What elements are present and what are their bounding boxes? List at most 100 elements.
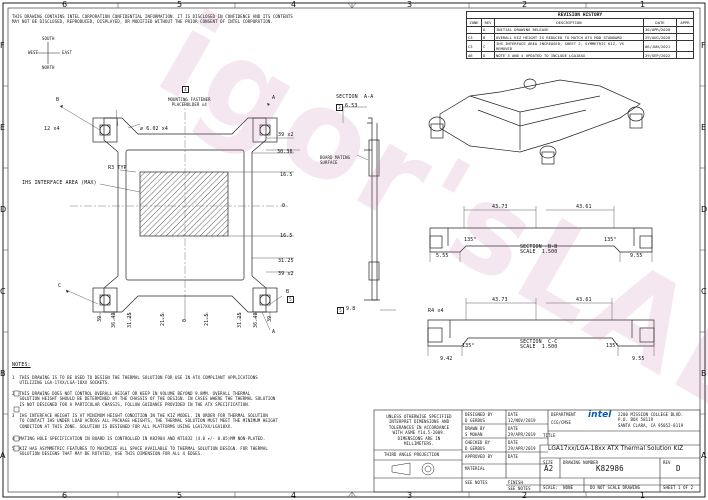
zone-side-c-right: C (701, 287, 707, 296)
note-item: 2 THIS DRAWING DOES NOT CONTROL OVERALL … (12, 391, 276, 407)
rev-cell: 29/SEP/2022 (643, 51, 677, 60)
material-label: MATERIAL (465, 466, 486, 471)
rev-header-date: DATE (643, 18, 677, 27)
rev-cell: IHS INTERFACE AREA INCREASED, SHEET 2, S… (494, 40, 644, 53)
confidential-line-1: THIS DRAWING CONTAINS INTEL CORPORATION … (12, 14, 293, 19)
section-aa-note-flag-5: 5 (337, 307, 344, 314)
department-label: DEPARTMENT (551, 412, 577, 417)
revision-history-table: REVISION HISTORY ZONE REV DESCRIPTION DA… (466, 10, 694, 60)
confidential-line-2: MAY NOT BE DISCLOSED, REPRODUCED, DISPLA… (12, 19, 273, 24)
section-aa-dim: 6.53 (345, 103, 358, 109)
rev-cell: 30/APR/2020 (643, 25, 677, 34)
drawn-by: S MOHAN (465, 432, 483, 437)
zone-side-d: D (0, 205, 7, 214)
zone-top-3: 3 (407, 0, 413, 9)
rev-label: REV (663, 460, 671, 465)
rev-cell: A6 (466, 51, 482, 60)
rev-header-description: DESCRIPTION (494, 18, 644, 27)
rev-cell: C3 (466, 40, 482, 53)
notes-heading: NOTES: (12, 362, 31, 368)
zone-top-2: 2 (522, 0, 528, 9)
section-cc-dim-2: 43.61 (576, 297, 592, 303)
section-bb-angle-1: 135° (464, 237, 477, 243)
rev-cell: OVERALL KIZ HEIGHT IS REDUCED TO MATCH A… (494, 32, 644, 42)
rev-cell: C3 (466, 32, 482, 42)
zone-side-e: E (0, 123, 6, 132)
bottom-dim: 21.5 (160, 313, 166, 326)
rev-cell: NOTE 3 AND 4 UPDATED TO INCLUDE LGA18XX (494, 51, 644, 60)
checked-by: D GERBUS (465, 446, 486, 451)
section-cc-width-2: 9.55 (632, 356, 645, 362)
rev-cell: A (481, 25, 495, 34)
bottom-dim: 39 (97, 315, 103, 322)
bottom-dim: 21.5 (204, 313, 210, 326)
projection-label: THIRD ANGLE PROJECTION (384, 452, 440, 457)
rev-cell: INITIAL DRAWING RELEASE (494, 25, 644, 34)
dim-39-bottom: 39 x2 (278, 271, 294, 277)
note-flag-4: 4 (182, 86, 189, 93)
dim-31-25: 31.25 (278, 258, 294, 264)
section-bb-width-1: 5.55 (436, 253, 449, 259)
sheet-size: A2 (544, 464, 554, 473)
dim-39-top: 39 x2 (278, 132, 294, 138)
designed-by-label: DESIGNED BY (465, 412, 493, 417)
do-not-scale: DO NOT SCALE DRAWING (590, 485, 641, 490)
section-marker-b-bottom: B (286, 289, 290, 295)
sheet-count: SHEET 1 OF 2 (663, 485, 694, 490)
section-cc-title: SECTION C-C SCALE 1.500 (520, 339, 558, 351)
section-marker-c: C (58, 283, 62, 289)
zone-side-c: C (0, 287, 6, 296)
bottom-dim: 31.25 (127, 312, 133, 328)
bottom-dim: 39 (267, 315, 273, 322)
zone-bottom-6: 6 (62, 491, 68, 500)
bottom-dim: 0 (182, 318, 188, 322)
section-aa-dim-2: 9.8 (346, 306, 356, 312)
dim-16-5-top: 16.5 (280, 172, 293, 178)
intel-logo: intel (588, 410, 612, 420)
rev-cell (676, 25, 694, 34)
rev-cell (676, 51, 694, 60)
bottom-dim: 31.25 (237, 312, 243, 328)
rev-cell (676, 40, 694, 53)
section-bb-title: SECTION B-B SCALE 1.500 (520, 244, 558, 256)
tolerance-note: UNLESS OTHERWISE SPECIFIED INTERPRET DIM… (386, 414, 452, 447)
zone-bottom-3: 3 (407, 491, 413, 500)
drawing-title: LGA17xx/LGA-18xx ATX Thermal Solution KI… (548, 446, 684, 452)
date-label: DATE (508, 412, 519, 417)
board-mating-label: BOARD MATING SURFACE (320, 155, 351, 166)
see-notes-material: SEE NOTES (465, 480, 488, 485)
section-aa-note-flag: 3 (336, 104, 343, 111)
drawn-by-label: DRAWN BY (465, 426, 486, 431)
zone-side-f: F (0, 41, 5, 50)
title-label: TITLE (543, 433, 556, 438)
compass-north: NORTH (42, 65, 55, 70)
dim-0: 0 (282, 203, 286, 209)
rev-cell (676, 32, 694, 42)
ihs-interface-label: IHS INTERFACE AREA (MAX) (22, 180, 97, 186)
approved-by-label: APPROVED BY (465, 454, 493, 459)
rev-cell: 29/AUG/2020 (643, 32, 677, 42)
radius-label: R3 TYP (108, 165, 127, 171)
zone-bottom-4: 4 (291, 491, 297, 500)
section-bb-angle-2: 135° (604, 237, 617, 243)
zone-bottom-1: 1 (640, 491, 646, 500)
note-item: 1 THIS DRAWING IS TO BE USED TO DESIGN T… (12, 375, 258, 386)
checked-by-label: CHECKED BY (465, 440, 491, 445)
zone-side-d-right: D (701, 205, 708, 214)
section-bb-dim-2: 43.61 (576, 204, 592, 210)
section-marker-a-top: A (272, 95, 276, 101)
date-label: DATE (508, 426, 519, 431)
section-marker-b-top: B (56, 97, 60, 103)
date-label: DATE (508, 454, 519, 459)
zone-top-6: 6 (62, 0, 68, 9)
rev-cell: D (481, 51, 495, 60)
rev-header-rev: REV (481, 18, 495, 27)
designed-by: D GERBUS (465, 418, 486, 423)
compass-west: WEST (28, 50, 39, 55)
